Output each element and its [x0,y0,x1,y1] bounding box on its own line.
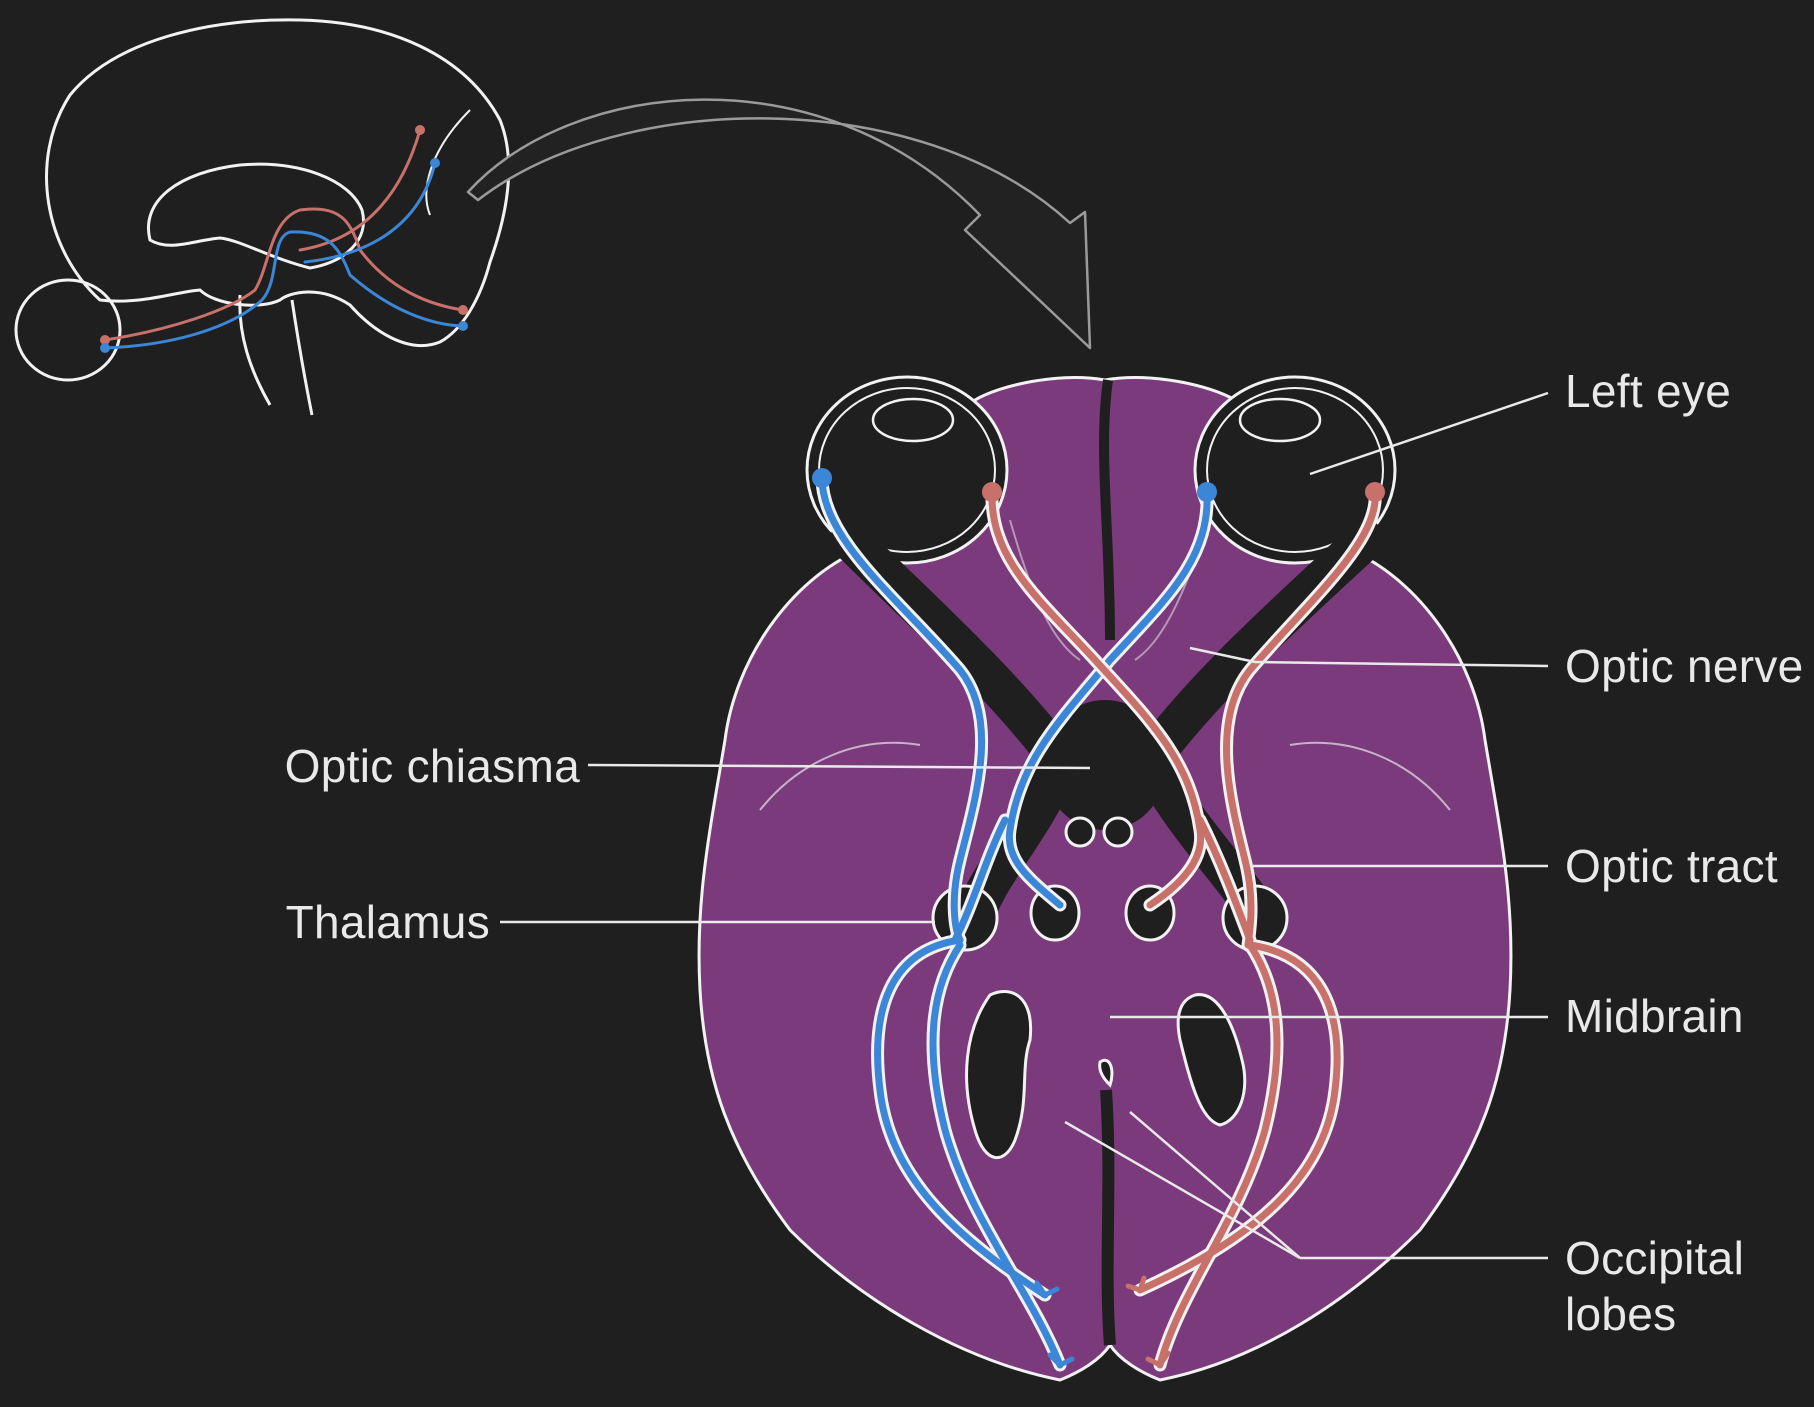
sagittal-pathways [100,125,468,353]
corpus-callosum [148,164,363,268]
label-thalamus: Thalamus [270,894,490,950]
sagittal-node [430,158,440,168]
sagittal-node [415,125,425,135]
retina-node [982,482,1002,502]
sagittal-red-pathway-upper [300,130,420,250]
sagittal-eye [16,280,120,380]
axial-brain [699,378,1511,1380]
brainstem [240,295,312,415]
longitudinal-fissure-back [1106,1090,1110,1345]
sagittal-node [458,305,468,315]
label-occipital-lobes-line2: lobes [1565,1286,1676,1342]
sagittal-node [458,321,468,331]
retina-node [1197,482,1217,502]
longitudinal-fissure-front [1104,380,1110,640]
label-optic-tract: Optic tract [1565,838,1778,894]
label-midbrain: Midbrain [1565,988,1744,1044]
label-left-eye: Left eye [1565,363,1731,419]
label-optic-nerve: Optic nerve [1565,638,1804,694]
sagittal-brain-outline [47,20,509,346]
label-occipital-lobes-line1: Occipital [1565,1230,1744,1286]
sagittal-node [100,343,110,353]
mammillary-body [1104,818,1132,846]
retina-node [1365,482,1385,502]
retina-node [812,468,832,488]
label-optic-chiasma: Optic chiasma [270,738,580,794]
lens [873,399,953,441]
lens [1240,399,1320,441]
mammillary-body [1066,818,1094,846]
sagittal-red-pathway [105,209,463,340]
sagittal-brain-sketch [16,20,509,415]
curved-arrow [468,100,1090,348]
